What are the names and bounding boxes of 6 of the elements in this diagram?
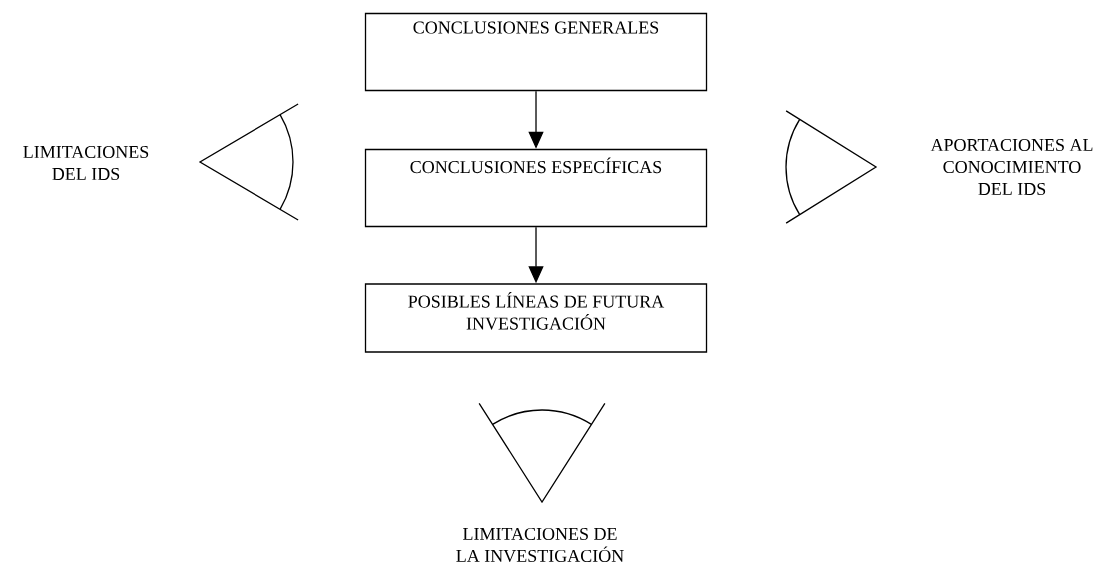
side-label: LIMITACIONES DEL IDS — [23, 145, 149, 181]
process-box: CONCLUSIONES ESPECÍFICAS — [364, 148, 708, 228]
side-label: LIMITACIONES DE LA INVESTIGACIÓN — [456, 527, 624, 563]
process-box: CONCLUSIONES GENERALES — [364, 12, 708, 92]
side-label: APORTACIONES AL CONOCIMIENTO DEL IDS — [930, 138, 1093, 196]
process-box: POSIBLES LÍNEAS DE FUTURA INVESTIGACIÓN — [364, 283, 708, 353]
